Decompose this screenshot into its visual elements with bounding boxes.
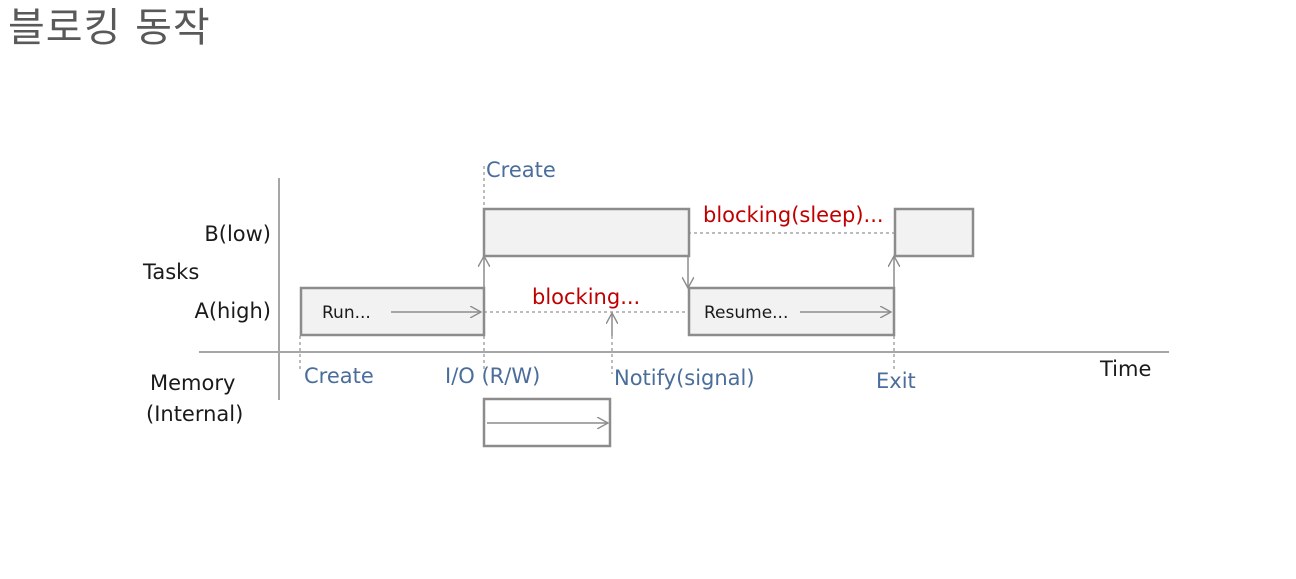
task-b-resumed-box [893, 207, 975, 258]
axis-label-tasks: Tasks [142, 260, 199, 284]
axis-label-time: Time [1099, 357, 1151, 381]
task-b-running-box [482, 207, 691, 258]
event-label-io: I/O (R/W) [445, 364, 540, 388]
state-label-run: Run... [322, 303, 371, 323]
state-label-blocking: blocking... [532, 285, 640, 309]
row-label-memory: Memory [150, 371, 235, 395]
event-label-create-a: Create [304, 364, 374, 388]
row-label-task-b: B(low) [204, 222, 271, 246]
event-label-create-b: Create [486, 158, 556, 182]
event-label-notify: Notify(signal) [614, 366, 755, 390]
row-label-task-a: A(high) [194, 299, 271, 323]
slide-title: 블로킹 동작 [8, 5, 211, 51]
state-label-blocking-sleep: blocking(sleep)... [703, 203, 884, 227]
state-label-resume: Resume... [704, 303, 788, 323]
row-label-memory-internal: (Internal) [146, 402, 243, 426]
event-label-exit: Exit [876, 369, 916, 393]
